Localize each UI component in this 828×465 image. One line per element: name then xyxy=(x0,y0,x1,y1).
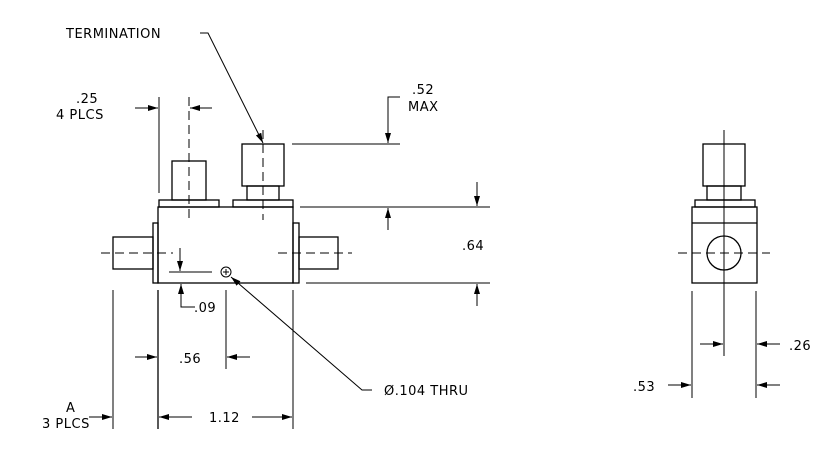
side-flange-plate xyxy=(694,199,756,208)
hole-icon xyxy=(220,266,232,278)
dim-025-note: 4 PLCS xyxy=(56,108,104,123)
top-connector xyxy=(171,160,207,201)
dim-025-label: .25 xyxy=(76,92,98,107)
right-connector xyxy=(298,236,339,270)
dim-053-label: .53 xyxy=(633,380,655,395)
dim-112-label: 1.12 xyxy=(209,411,240,426)
left-connector xyxy=(112,236,154,270)
dim-056-label: .56 xyxy=(179,352,201,367)
dim-052-note: MAX xyxy=(408,100,439,115)
dim-052-label: .52 xyxy=(412,83,434,98)
dim-a-label: A xyxy=(66,401,75,416)
termination-leader xyxy=(200,32,264,144)
dim-026-label: .26 xyxy=(789,339,811,354)
front-view: TERMINATION .25 4 PLCS .52 MAX .64 .09 .… xyxy=(42,27,490,432)
termination-label: TERMINATION xyxy=(65,27,161,42)
hole-label: Ø.104 THRU xyxy=(384,384,469,399)
dim-009-label: .09 xyxy=(194,301,216,316)
dim-a-note: 3 PLCS xyxy=(42,417,90,432)
dim-064-label: .64 xyxy=(462,239,484,254)
side-view: .26 .53 xyxy=(633,130,811,398)
hole-leader xyxy=(230,276,372,391)
